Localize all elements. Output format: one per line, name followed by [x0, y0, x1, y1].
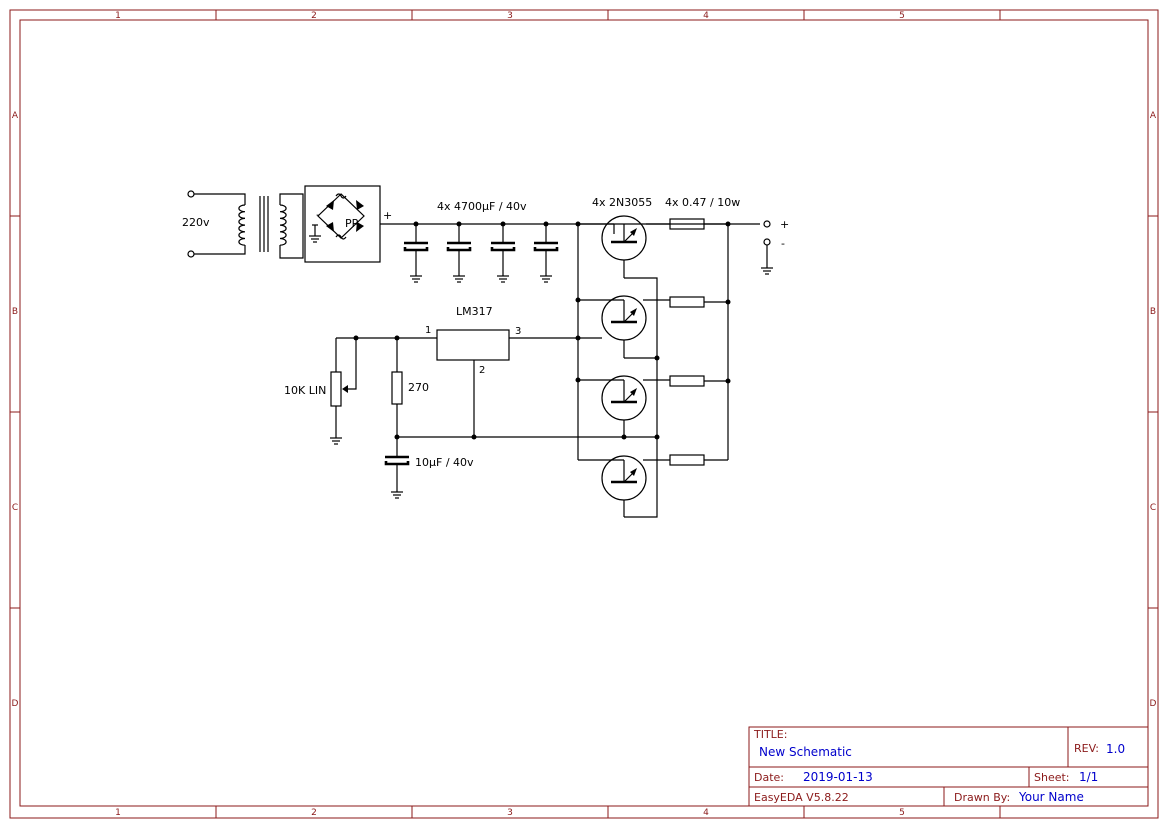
capacitor-10uf [384, 437, 410, 499]
lm317-regulator [336, 329, 578, 437]
rev-key: REV: [1074, 742, 1099, 755]
bridge-plus-label: + [383, 209, 392, 222]
zone-row-b-right: B [1150, 307, 1156, 317]
software-version: EasyEDA V5.8.22 [754, 791, 849, 804]
zone-col-4-bottom: 4 [703, 808, 709, 818]
transistor-array [575, 215, 670, 518]
bridge-minus-label: - [316, 208, 320, 221]
output-minus-label: - [781, 237, 785, 250]
transistor-q1 [578, 215, 670, 358]
resistor-r4 [669, 454, 705, 466]
zone-col-5-top: 5 [899, 11, 905, 21]
zone-row-a-left: A [12, 111, 19, 121]
input-voltage-label: 220v [182, 216, 210, 229]
zone-row-b-left: B [12, 307, 18, 317]
rev-value: 1.0 [1106, 742, 1125, 756]
transformer [187, 190, 304, 259]
zone-row-d-left: D [12, 699, 19, 709]
resistor-r2 [669, 296, 705, 308]
date-value: 2019-01-13 [803, 770, 873, 784]
transistor-q3 [578, 375, 670, 437]
drawn-by-key: Drawn By: [954, 791, 1010, 804]
capacitor-4 [533, 224, 559, 283]
zone-col-5-bottom: 5 [899, 808, 905, 818]
zone-row-c-right: C [1150, 503, 1156, 513]
capacitor-10uf-label: 10µF / 40v [415, 456, 474, 469]
regulator-pin1-label: 1 [425, 325, 431, 336]
zone-col-3-bottom: 3 [507, 808, 513, 818]
sheet-frame [9, 9, 1159, 819]
resistor-array-label: 4x 0.47 / 10w [665, 196, 740, 209]
zone-row-c-left: C [12, 503, 18, 513]
title-value: New Schematic [759, 745, 852, 759]
potentiometer [330, 335, 359, 445]
zone-row-a-right: A [1150, 111, 1157, 121]
sheet-key: Sheet: [1034, 771, 1070, 784]
filter-capacitors [398, 221, 760, 283]
transistor-q4 [578, 358, 670, 518]
potentiometer-label: 10K LIN [284, 384, 326, 397]
regulator-pin3-label: 3 [515, 326, 521, 337]
sheet-value: 1/1 [1079, 770, 1098, 784]
zone-col-3-top: 3 [507, 11, 513, 21]
zone-col-1-top: 1 [115, 11, 121, 21]
capacitor-2 [446, 224, 472, 283]
resistor-r3 [669, 375, 705, 387]
output-plus-label: + [780, 218, 789, 231]
output-terminals [761, 220, 773, 275]
resistor-270-label: 270 [408, 381, 429, 394]
drawn-by-value: Your Name [1018, 790, 1084, 804]
zone-labels: 1 2 3 4 5 1 2 3 4 5 A B C D A B C D [12, 11, 1157, 818]
regulator-label: LM317 [456, 305, 493, 318]
regulator-pin2-label: 2 [479, 365, 485, 376]
emitter-resistors [669, 218, 731, 466]
zone-col-4-top: 4 [703, 11, 709, 21]
title-block [748, 726, 1149, 807]
capacitor-bank-label: 4x 4700µF / 40v [437, 200, 527, 213]
bridge-rectifier [304, 185, 398, 263]
capacitor-1 [403, 224, 429, 283]
resistor-270 [391, 335, 403, 437]
bridge-label: PR [345, 217, 360, 230]
date-key: Date: [754, 771, 784, 784]
transistor-array-label: 4x 2N3055 [592, 196, 652, 209]
title-key: TITLE: [753, 728, 787, 741]
zone-col-1-bottom: 1 [115, 808, 121, 818]
zone-col-2-bottom: 2 [311, 808, 317, 818]
transistor-q2 [578, 295, 670, 359]
capacitor-3 [490, 224, 516, 283]
zone-row-d-right: D [1150, 699, 1157, 709]
zone-col-2-top: 2 [311, 11, 317, 21]
